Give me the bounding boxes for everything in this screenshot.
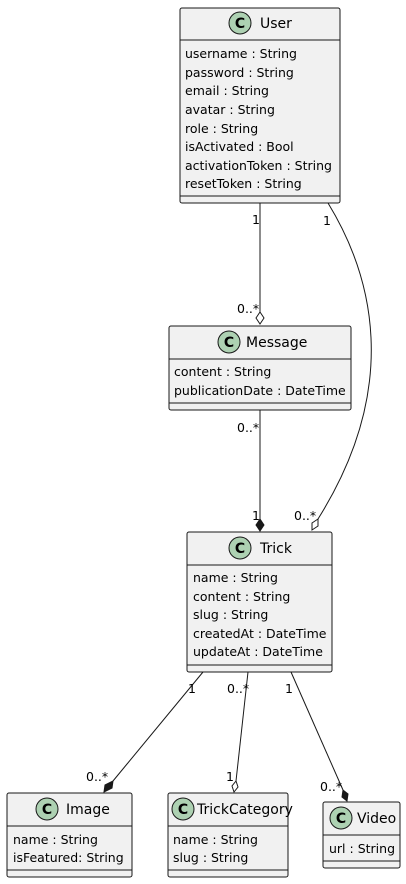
attribute: password : String xyxy=(185,65,294,80)
class-trickcategory[interactable]: C TrickCategory name : String slug : Str… xyxy=(167,792,293,878)
attribute: name : String xyxy=(193,570,278,585)
class-stereotype-letter: C xyxy=(336,811,346,827)
relation-user-message: 1 0..* xyxy=(237,203,265,325)
multiplicity-user-message-source: 1 xyxy=(252,212,260,227)
class-stereotype-letter: C xyxy=(224,335,234,351)
aggregation-diamond-icon xyxy=(231,779,239,794)
class-stereotype-letter: C xyxy=(235,541,245,557)
class-name: Video xyxy=(357,811,396,827)
class-name: Image xyxy=(66,802,110,818)
class-trick[interactable]: C Trick name : String content : String s… xyxy=(186,531,333,673)
multiplicity-trick-trickcategory-source: 0..* xyxy=(227,681,249,696)
attribute: email : String xyxy=(185,83,269,98)
class-user[interactable]: C User username : String password : Stri… xyxy=(179,7,341,204)
class-name: User xyxy=(260,16,292,32)
attribute: name : String xyxy=(173,832,258,847)
aggregation-diamond-icon xyxy=(311,518,319,531)
class-icon xyxy=(228,11,252,35)
class-icon xyxy=(171,797,195,821)
attribute: updateAt : DateTime xyxy=(193,644,323,659)
relation-trick-video: 1 0..* xyxy=(285,671,349,802)
class-stereotype-letter: C xyxy=(42,802,52,818)
attribute: avatar : String xyxy=(185,102,275,117)
class-icon xyxy=(217,330,241,354)
attribute: createdAt : DateTime xyxy=(193,626,327,641)
attribute: username : String xyxy=(185,46,297,61)
class-name: Trick xyxy=(259,541,293,557)
multiplicity-trick-video-target: 0..* xyxy=(320,779,342,794)
multiplicity-message-trick-source: 0..* xyxy=(237,420,259,435)
multiplicity-trick-trickcategory-target: 1 xyxy=(226,769,234,784)
class-name: TrickCategory xyxy=(196,802,293,818)
attribute: isFeatured: String xyxy=(13,850,124,865)
aggregation-diamond-icon xyxy=(255,311,265,325)
multiplicity-user-message-target: 0..* xyxy=(237,301,259,316)
attribute: content : String xyxy=(174,364,271,379)
relation-trick-trickcategory: 0..* 1 xyxy=(226,671,249,794)
multiplicity-trick-image-source: 1 xyxy=(188,681,196,696)
class-name: Message xyxy=(246,335,307,351)
attribute: name : String xyxy=(13,832,98,847)
class-image[interactable]: C Image name : String isFeatured: String xyxy=(6,792,133,878)
class-stereotype-letter: C xyxy=(178,802,188,818)
multiplicity-user-trick-target: 0..* xyxy=(294,508,316,523)
attribute: resetToken : String xyxy=(185,176,302,191)
attribute: url : String xyxy=(329,841,395,856)
attribute: activationToken : String xyxy=(185,158,332,173)
class-stereotype-letter: C xyxy=(235,16,245,32)
composition-diamond-icon xyxy=(103,780,114,793)
attribute: role : String xyxy=(185,121,258,136)
attribute: slug : String xyxy=(193,607,268,622)
class-icon xyxy=(329,806,353,830)
attribute: publicationDate : DateTime xyxy=(174,383,346,398)
multiplicity-user-trick-source: 1 xyxy=(323,213,331,228)
attribute: content : String xyxy=(193,589,290,604)
composition-diamond-icon xyxy=(341,789,349,802)
class-icon xyxy=(35,797,59,821)
composition-diamond-icon xyxy=(255,518,265,532)
multiplicity-message-trick-target: 1 xyxy=(252,508,260,523)
relation-message-trick: 0..* 1 xyxy=(237,410,265,532)
attribute: isActivated : Bool xyxy=(185,139,294,154)
multiplicity-trick-video-source: 1 xyxy=(285,681,293,696)
relation-user-trick: 1 0..* xyxy=(294,202,372,531)
class-message[interactable]: C Message content : String publicationDa… xyxy=(168,325,352,411)
attribute: slug : String xyxy=(173,850,248,865)
multiplicity-trick-image-target: 0..* xyxy=(86,769,108,784)
class-icon xyxy=(228,536,252,560)
relation-trick-image: 1 0..* xyxy=(86,671,204,793)
class-video[interactable]: C Video url : String xyxy=(322,801,401,869)
